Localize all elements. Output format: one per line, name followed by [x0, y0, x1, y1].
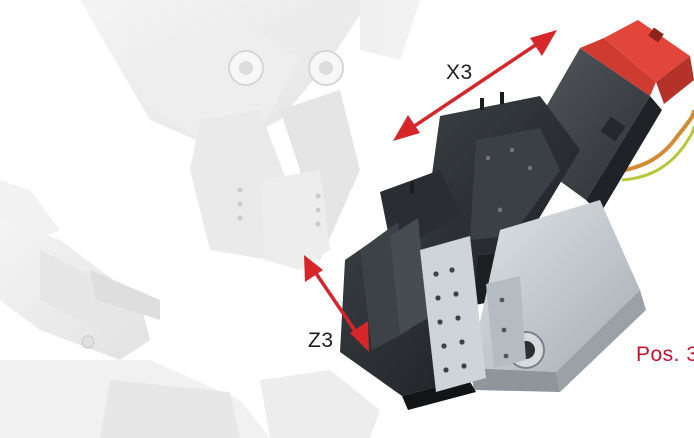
z3-axis-arrow: [304, 255, 369, 352]
position-label: Pos. 3: [636, 343, 694, 366]
background-lower-tooling: [0, 180, 380, 438]
tool-head: [340, 20, 694, 410]
background-turret-tooling: [80, 0, 420, 270]
x3-axis-label: X3: [446, 61, 473, 84]
x3-axis-arrow: [393, 30, 557, 141]
z3-axis-label: Z3: [308, 329, 334, 352]
